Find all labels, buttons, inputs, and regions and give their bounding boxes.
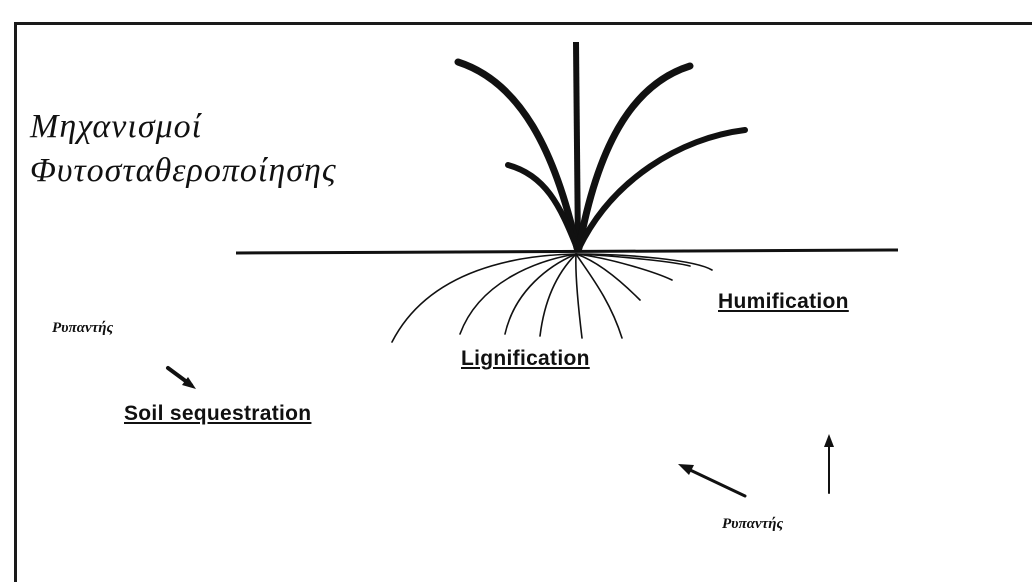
label-humification: Humification (718, 290, 849, 314)
ground-line (236, 250, 898, 253)
leaf-right-inner (579, 130, 745, 248)
plant-stem (576, 42, 578, 252)
title-line-2: Φυτοσταθεροποίησης (30, 152, 337, 190)
label-soil-sequestration: Soil sequestration (124, 402, 311, 426)
label-lignification: Lignification (461, 347, 590, 371)
leaf-left-outer (458, 62, 577, 248)
arrow-left-pollutant (168, 368, 196, 389)
arrow-bottom-diagonal (678, 464, 745, 496)
arrow-bottom-up (824, 434, 834, 493)
plant-illustration (0, 0, 1032, 561)
pollutant-label-left: Ρυπαντής (52, 320, 113, 337)
title-line-1: Μηχανισμοί (30, 108, 202, 146)
plant-roots (392, 254, 712, 342)
plant-leaves (458, 62, 745, 248)
pollutant-label-right: Ρυπαντής (722, 516, 783, 533)
arrows (168, 368, 834, 496)
